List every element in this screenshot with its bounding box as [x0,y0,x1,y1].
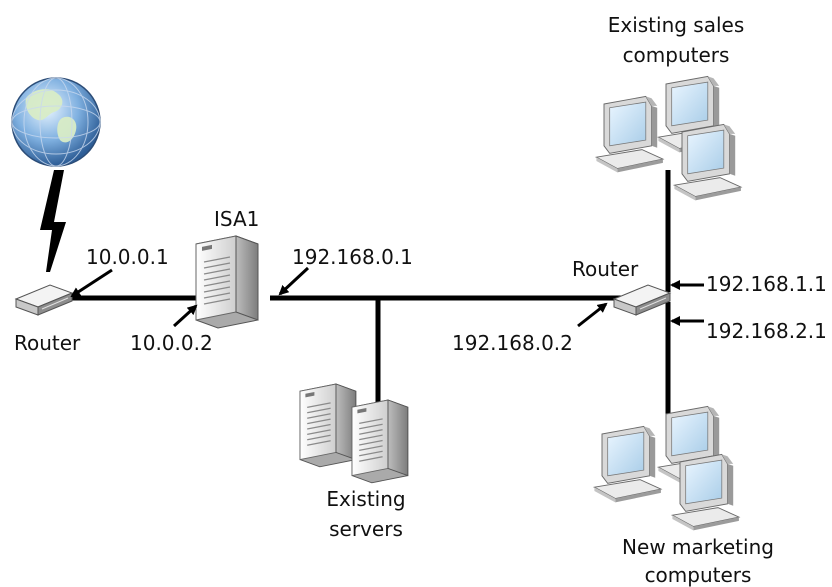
router-left-label: Router [14,331,81,355]
marketing-computers-label-line1: New marketing [622,535,774,559]
sales-computers-label-line2: computers [622,43,730,67]
servers-label-line2: servers [329,517,403,541]
router-icon [15,284,73,316]
router-right-label: Router [572,257,639,281]
arrow-10-0-0-1 [70,268,113,298]
ip-arrows [70,266,704,328]
computer-icon [673,123,742,201]
isa1-label: ISA1 [214,207,260,231]
lightning-link-icon [40,170,66,272]
computer-icon [671,453,740,531]
ip-label-10-0-0-1: 10.0.0.1 [86,245,169,269]
server-icon [299,383,357,468]
arrow-10-0-0-2 [172,304,198,328]
globe-icon [11,77,101,167]
network-links [70,170,671,430]
ip-label-10-0-0-2: 10.0.0.2 [130,331,213,355]
marketing-computers-label-line2: computers [644,563,752,587]
server-icon [195,235,259,329]
ip-label-192-168-0-1: 192.168.0.1 [292,245,413,269]
ip-label-192-168-2-1: 192.168.2.1 [706,319,827,343]
sales-computers-label-line1: Existing sales [607,13,745,37]
arrow-192-168-0-2 [577,302,608,328]
arrow-192-168-0-1 [278,266,310,296]
computer-icon [595,95,664,173]
server-icon [351,399,409,484]
router-icon [613,284,671,316]
ip-label-192-168-1-1: 192.168.1.1 [706,272,827,296]
computer-icon [593,425,662,503]
servers-label-line1: Existing [326,487,406,511]
ip-label-192-168-0-2: 192.168.0.2 [452,331,573,355]
